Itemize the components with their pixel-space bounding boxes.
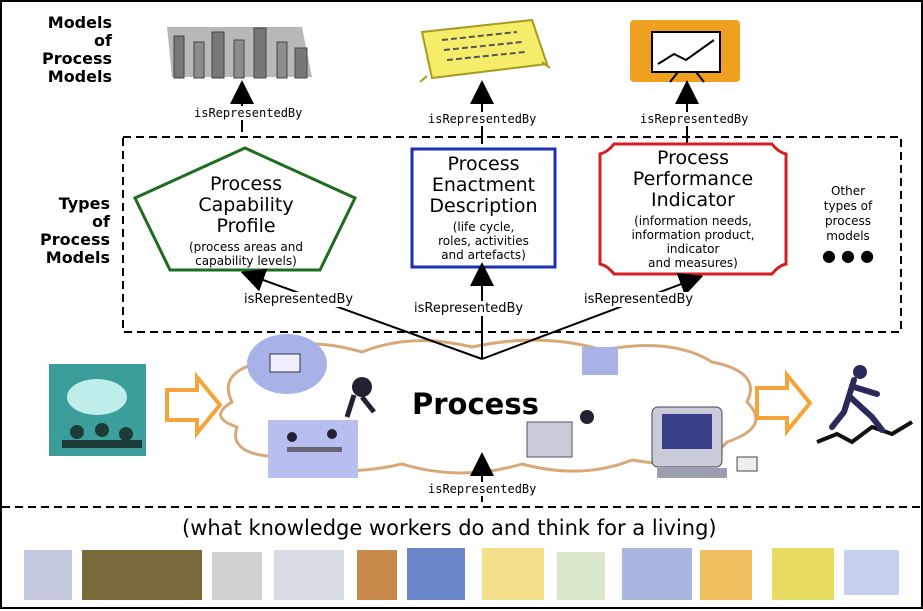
enactment-description-subtitle: (life cycle, roles, activities and artef… [438,220,529,262]
document-clipart-icon [419,18,551,83]
process-label: Process [412,387,539,421]
edge-label-to-process: isRepresentedBy [426,482,539,496]
output-arrow-icon [755,369,813,437]
running-man-clipart-icon [816,365,914,445]
bar-chart-clipart-icon [167,27,312,79]
enactment-description-title: Process Enactment Description [429,153,538,217]
other-types-label: Other types of process models [823,184,873,243]
meeting-clipart-icon [49,364,146,456]
computer-user-clipart-icon [526,347,758,478]
bottom-clipart-strip [24,548,899,600]
presentation-board-clipart-icon [630,20,740,83]
worker-clipart-icon [247,334,376,418]
performance-indicator-shape [598,142,788,276]
edge-label-to-enactment: isRepresentedBy [412,301,526,316]
edge-label-to-indicator: isRepresentedBy [582,292,696,307]
capability-profile-subtitle: (process areas and capability levels) [188,240,303,268]
team-clipart-icon [268,420,358,478]
performance-indicator-subtitle: (information needs, information product,… [631,214,755,270]
types-region-border [122,136,902,333]
performance-indicator-title: Process Performance Indicator [632,147,754,211]
knowledge-workers-caption: (what knowledge workers do and think for… [182,516,717,540]
edge-label-to-capability: isRepresentedBy [242,292,356,307]
edge-label-to-board: isRepresentedBy [638,112,751,126]
edge-label-to-bar-chart: isRepresentedBy [192,106,305,120]
edge-label-to-document: isRepresentedBy [426,112,539,126]
models-of-process-models-label: Models of Process Models [42,13,112,86]
capability-profile-title: Process Capability Profile [198,173,294,237]
types-of-process-models-label: Types of Process Models [40,194,110,267]
input-arrow-icon [165,371,223,439]
ellipsis-dots: ● ● ● [821,246,875,265]
enactment-description-shape [410,147,557,269]
arrow-to-capability [240,268,483,360]
